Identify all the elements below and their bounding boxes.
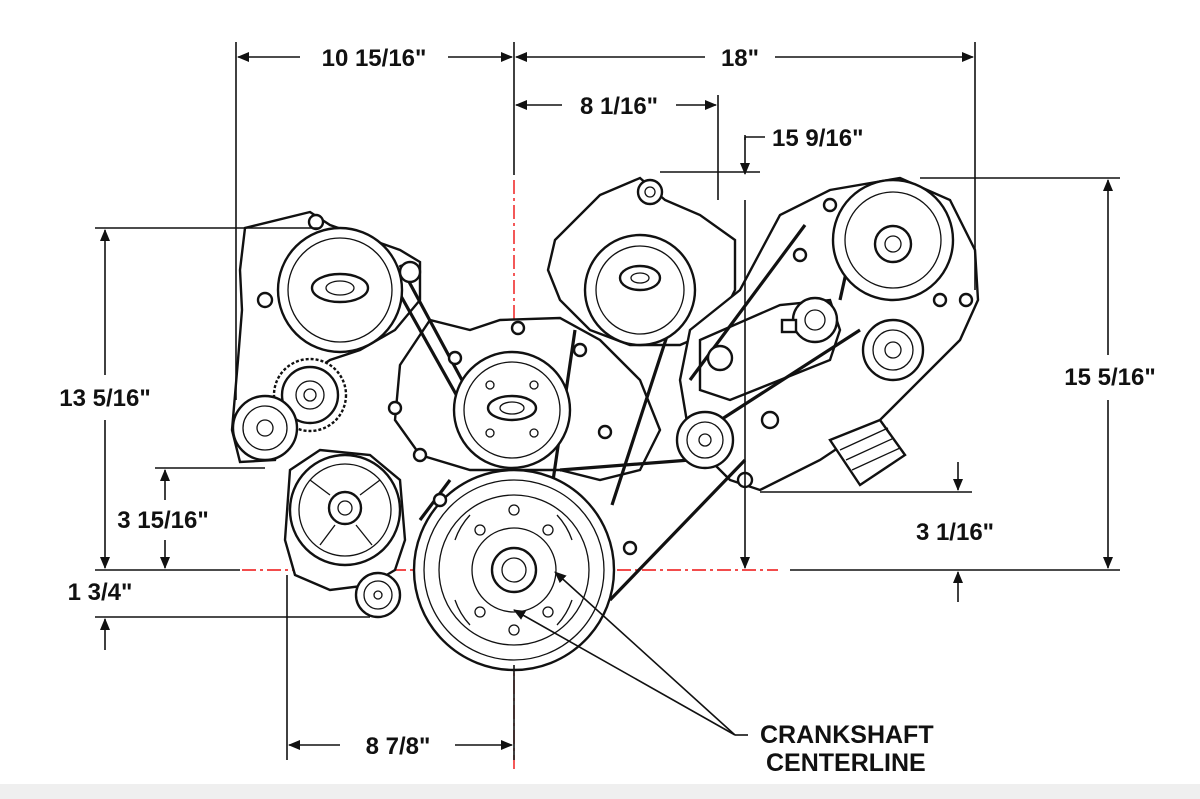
page-bottom-band xyxy=(0,784,1200,799)
upper-left-pulley xyxy=(256,213,422,354)
compressor-pulley xyxy=(831,178,955,302)
dimension-labels: 10 15/16" 18" 8 1/16" 15 9/16" 15 5/16" … xyxy=(59,45,1155,760)
dim-power-steering-offset: 8 7/8" xyxy=(366,733,431,760)
compressor-fitting xyxy=(828,418,907,487)
power-steering-pulley xyxy=(288,453,402,567)
dim-alternator-height: 15 9/16" xyxy=(772,125,863,152)
tensioner-pivot xyxy=(780,296,839,344)
callout-line-2: CENTERLINE xyxy=(766,749,926,777)
dim-idler-drop: 1 3/4" xyxy=(68,579,133,606)
water-pump-pulley xyxy=(452,350,572,470)
bottom-idler-pulley xyxy=(354,571,402,619)
left-idler-pulley xyxy=(231,394,299,462)
dim-tensioner-height: 3 1/16" xyxy=(916,519,994,546)
alternator-pulley xyxy=(583,178,697,347)
mounting-bolts xyxy=(387,197,974,556)
dim-left-bracket-height: 13 5/16" xyxy=(59,385,150,412)
fitting-rib xyxy=(839,427,889,451)
dim-water-pump-offset: 8 1/16" xyxy=(580,93,658,120)
dim-power-steering-height: 3 15/16" xyxy=(117,507,208,534)
dim-right-bracket-height: 15 5/16" xyxy=(1064,364,1155,391)
fitting-rib xyxy=(851,447,901,471)
dimension-lines xyxy=(95,42,1120,760)
engine-front-drawing xyxy=(230,176,980,672)
callout-line-1: CRANKSHAFT xyxy=(760,721,934,749)
fitting-rib xyxy=(845,437,895,461)
dim-overall-left-width: 10 15/16" xyxy=(322,45,427,72)
dim-overall-right-width: 18" xyxy=(721,45,759,72)
right-idler-pulley xyxy=(861,318,925,382)
tensioner-pulley xyxy=(675,410,735,470)
crankshaft-callout: CRANKSHAFT CENTERLINE xyxy=(760,721,934,777)
